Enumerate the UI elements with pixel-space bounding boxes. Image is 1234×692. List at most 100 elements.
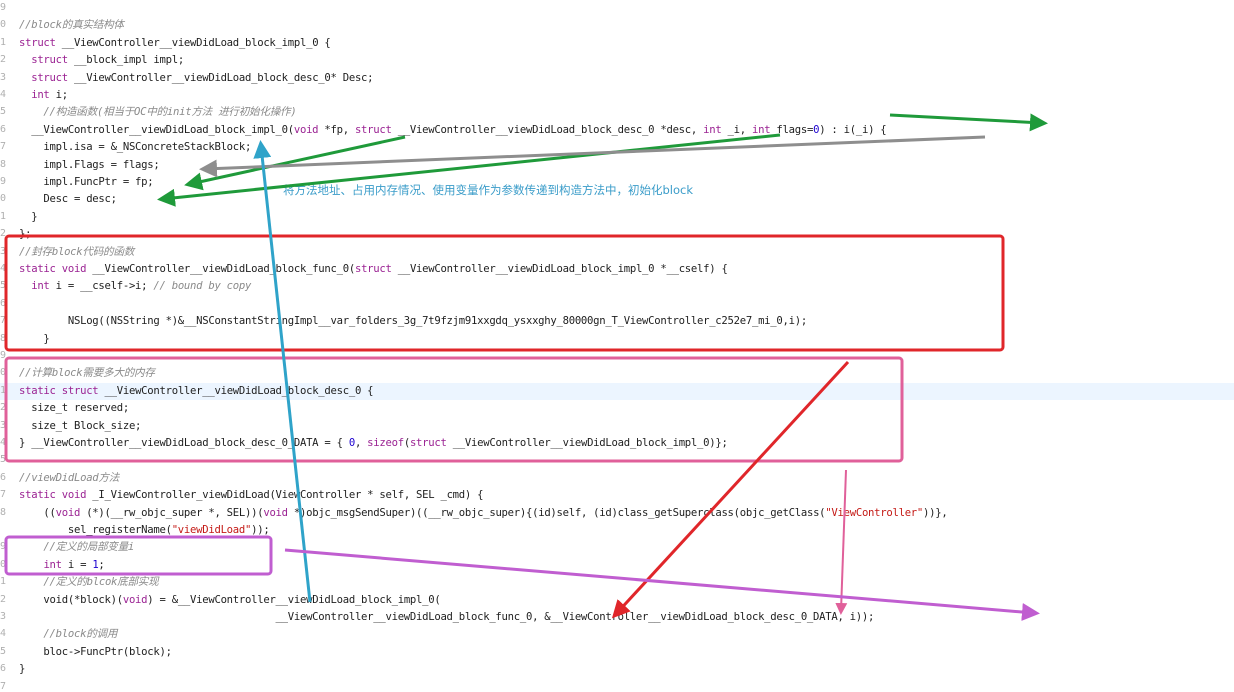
code-line[interactable]: //block的真实结构体 [19,17,124,34]
line-number: 1 [0,576,6,588]
code-line[interactable]: //构造函数(相当于OC中的init方法 进行初始化操作) [19,104,296,121]
code-line[interactable]: impl.Flags = flags; [19,157,159,174]
code-token: *)objc_msgSendSuper)((__rw_objc_super){(… [287,506,826,519]
code-line[interactable]: static void _I_ViewController_viewDidLoa… [19,487,484,504]
keyword-token: void [122,593,148,606]
code-token: impl.isa = &_NSConcreteStackBlock; [19,141,252,154]
number-token: 0 [813,123,820,136]
i-arrow [889,113,1048,132]
line-number: 5 [0,645,6,657]
code-token: _i, [721,123,752,136]
line-number: 7 [0,315,6,327]
code-line[interactable]: int i = __cself->i; // bound by copy [19,278,251,295]
line-number: 1 [0,210,6,222]
code-line[interactable]: static struct __ViewController__viewDidL… [19,383,374,400]
annotation-note: 将方法地址、占用内存情况、使用变量作为参数传递到构造方法中，初始化block [283,183,694,197]
code-line[interactable]: //block的调用 [19,626,117,643]
code-line[interactable]: size_t reserved; [19,400,129,417]
keyword-token: struct [61,384,99,397]
code-line[interactable]: sel_registerName("viewDidLoad")); [19,522,270,539]
code-token: )); [251,524,270,536]
code-token: impl.FuncPtr = fp; [19,176,154,188]
code-token: (( [19,506,56,519]
code-token: __ViewController__viewDidLoad_block_func… [86,263,355,275]
desc-data-arrow [835,469,848,615]
code-token: __ViewController__viewDidLoad_block_impl… [55,36,331,49]
keyword-token: struct [31,71,68,84]
code-line[interactable]: struct __ViewController__viewDidLoad_blo… [19,35,331,52]
line-number: 0 [0,367,6,379]
keyword-token: static [19,263,56,275]
code-token: } __ViewController__viewDidLoad_block_de… [19,437,349,449]
code-token: bloc->FuncPtr(block); [19,645,172,658]
code-line[interactable]: //viewDidLoad方法 [19,470,119,487]
comment-token: //viewDidLoad方法 [19,471,120,484]
string-token: "viewDidLoad" [171,524,252,536]
line-number: 3 [0,419,6,431]
line-number: 5 [0,106,6,118]
code-line[interactable]: //定义的局部变量i [19,539,134,556]
code-token: } [19,332,50,345]
code-line[interactable]: impl.isa = &_NSConcreteStackBlock; [19,139,251,156]
code-token: ; [98,558,105,571]
code-line[interactable]: } [19,661,25,678]
line-number: 9 [0,2,6,13]
line-number: 0 [0,19,6,31]
code-line[interactable]: int i; [19,87,68,104]
code-line[interactable]: } __ViewController__viewDidLoad_block_de… [19,435,728,452]
code-line[interactable]: size_t Block_size; [19,418,141,435]
code-line[interactable]: }; [19,226,31,243]
code-token: __ViewController__viewDidLoad_block_desc… [391,123,704,136]
line-number: 3 [0,245,6,257]
code-line[interactable]: ((void (*)(__rw_objc_super *, SEL))(void… [19,505,947,522]
code-line[interactable]: } [19,331,50,348]
code-token: i = [61,558,93,571]
code-line[interactable]: __ViewController__viewDidLoad_block_func… [19,609,875,626]
line-number-gutter [0,0,8,691]
keyword-token: void [55,506,81,519]
code-line[interactable]: struct __ViewController__viewDidLoad_blo… [19,70,373,87]
comment-token: //定义的blcok底部实现 [19,576,159,589]
comment-token: //定义的局部变量i [19,541,135,554]
keyword-token: int [703,123,722,136]
code-line[interactable]: struct __block_impl impl; [19,52,184,69]
comment-token: //构造函数(相当于OC中的init方法 进行初始化操作) [19,106,297,119]
code-line[interactable]: impl.FuncPtr = fp; [19,174,153,191]
keyword-token: void [61,489,87,502]
code-line[interactable]: } [19,209,37,226]
code-line[interactable]: void(*block)(void) = &__ViewController__… [19,592,440,609]
line-number: 9 [0,541,6,553]
code-line[interactable]: bloc->FuncPtr(block); [19,644,172,661]
code-line[interactable]: //计算block需要多大的内存 [19,365,155,382]
line-number: 8 [0,506,6,518]
code-token [19,89,31,101]
keyword-token: sizeof [367,437,404,449]
code-token: __ViewController__viewDidLoad_block_desc… [98,384,374,397]
code-token [19,559,43,571]
code-line[interactable]: __ViewController__viewDidLoad_block_impl… [19,122,886,139]
keyword-token: void [263,506,288,519]
code-line[interactable]: NSLog((NSString *)&__NSConstantStringImp… [19,313,807,330]
keyword-token: int [31,89,50,101]
keyword-token: int [752,123,771,136]
line-number: 6 [0,663,6,675]
comment-token: //block的调用 [19,628,118,641]
code-token: *fp, [318,123,355,136]
line-number: 1 [0,384,6,396]
comment-token: //block的真实结构体 [19,19,124,32]
code-token: }; [19,228,32,241]
code-line[interactable]: int i = 1; [19,557,105,574]
line-number: 9 [0,350,6,361]
line-number: 4 [0,263,6,274]
code-line[interactable]: //定义的blcok底部实现 [19,574,158,591]
code-line[interactable]: Desc = desc; [19,191,117,208]
code-line[interactable]: //封存block代码的函数 [19,244,134,261]
code-line[interactable]: static void __ViewController__viewDidLoa… [19,261,728,278]
code-token: ))}, [923,506,948,519]
keyword-token: static [19,489,56,502]
line-number: 2 [0,54,6,66]
line-number: 5 [0,454,6,466]
code-token: , [354,437,368,449]
line-number: 7 [0,141,6,153]
code-token: } [19,210,38,223]
